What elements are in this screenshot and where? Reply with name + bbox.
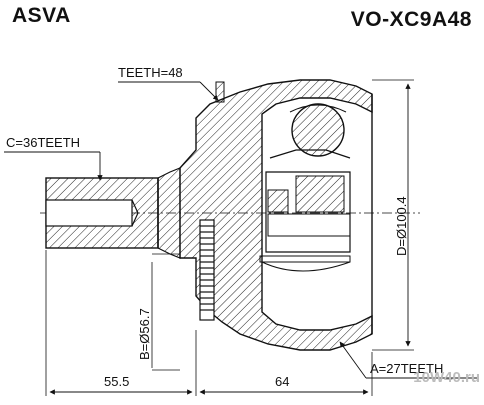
inner-race-cage — [259, 149, 351, 272]
dimension-b — [151, 253, 180, 371]
abs-tone-ring — [199, 219, 215, 321]
label-length-right: 64 — [275, 374, 289, 389]
watermark: 10W40.ru — [413, 369, 480, 386]
leader-teeth — [118, 81, 219, 101]
stub-shaft — [45, 167, 181, 259]
label-spline-c: C=36TEETH — [6, 135, 80, 150]
label-spline-a: A=27TEETH — [370, 361, 443, 376]
ball-bearing — [291, 103, 345, 157]
outer-housing — [179, 79, 373, 351]
label-diameter-d: D=Ø100.4 — [394, 196, 409, 256]
dimension-length — [45, 250, 373, 396]
label-length-left: 55.5 — [104, 374, 129, 389]
brand-name: ASVA — [12, 4, 71, 27]
label-teeth: TEETH=48 — [118, 65, 183, 80]
dimension-d — [372, 79, 414, 351]
leader-spline-c — [4, 151, 103, 181]
leader-spline-a — [339, 341, 478, 379]
part-number: VO-XC9A48 — [350, 8, 472, 31]
label-diameter-b: B=Ø56.7 — [137, 308, 152, 360]
